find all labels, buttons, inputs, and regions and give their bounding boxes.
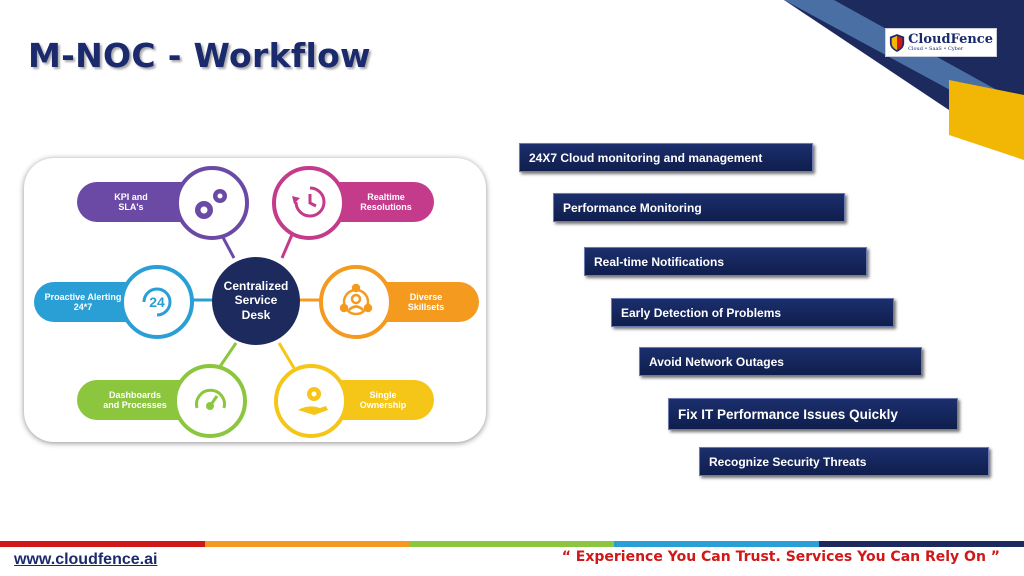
step-1: 24X7 Cloud monitoring and management bbox=[519, 143, 813, 172]
kpi-pill bbox=[77, 182, 207, 222]
hours-24-icon: 24 bbox=[142, 287, 172, 317]
step-4: Early Detection of Problems bbox=[611, 298, 894, 327]
hours-24-label: 24 bbox=[149, 294, 165, 310]
team-network-icon bbox=[339, 283, 373, 316]
logo-tagline: Cloud • SaaS • Cyber bbox=[908, 46, 964, 52]
hand-gear-icon bbox=[298, 387, 328, 415]
kpi-ring bbox=[175, 166, 249, 240]
tagline-quote: “ Experience You Can Trust. Services You… bbox=[561, 549, 1000, 565]
step-6: Fix IT Performance Issues Quickly bbox=[668, 398, 958, 430]
step-2: Performance Monitoring bbox=[553, 193, 845, 222]
page-title: M-NOC - Workflow bbox=[28, 36, 371, 75]
center-circle bbox=[212, 257, 300, 345]
logo-brand: CloudFence bbox=[908, 32, 993, 47]
website-link[interactable]: www.cloudfence.ai bbox=[14, 551, 158, 568]
corner-decoration bbox=[784, 0, 1024, 160]
ownership-ring bbox=[274, 364, 348, 438]
step-5: Avoid Network Outages bbox=[639, 347, 922, 376]
speedometer-icon bbox=[195, 388, 226, 410]
diagram-graphics: 24 bbox=[34, 166, 479, 438]
footer-color-bar bbox=[0, 541, 1024, 547]
step-3: Real-time Notifications bbox=[584, 247, 867, 276]
shield-icon bbox=[889, 33, 905, 52]
gears-icon bbox=[195, 189, 227, 219]
step-7: Recognize Security Threats bbox=[699, 447, 989, 476]
dashboards-ring bbox=[173, 364, 247, 438]
cloudfence-logo: CloudFence Cloud • SaaS • Cyber bbox=[885, 28, 997, 57]
alerting-ring bbox=[120, 265, 194, 339]
clock-refresh-icon bbox=[292, 186, 326, 218]
